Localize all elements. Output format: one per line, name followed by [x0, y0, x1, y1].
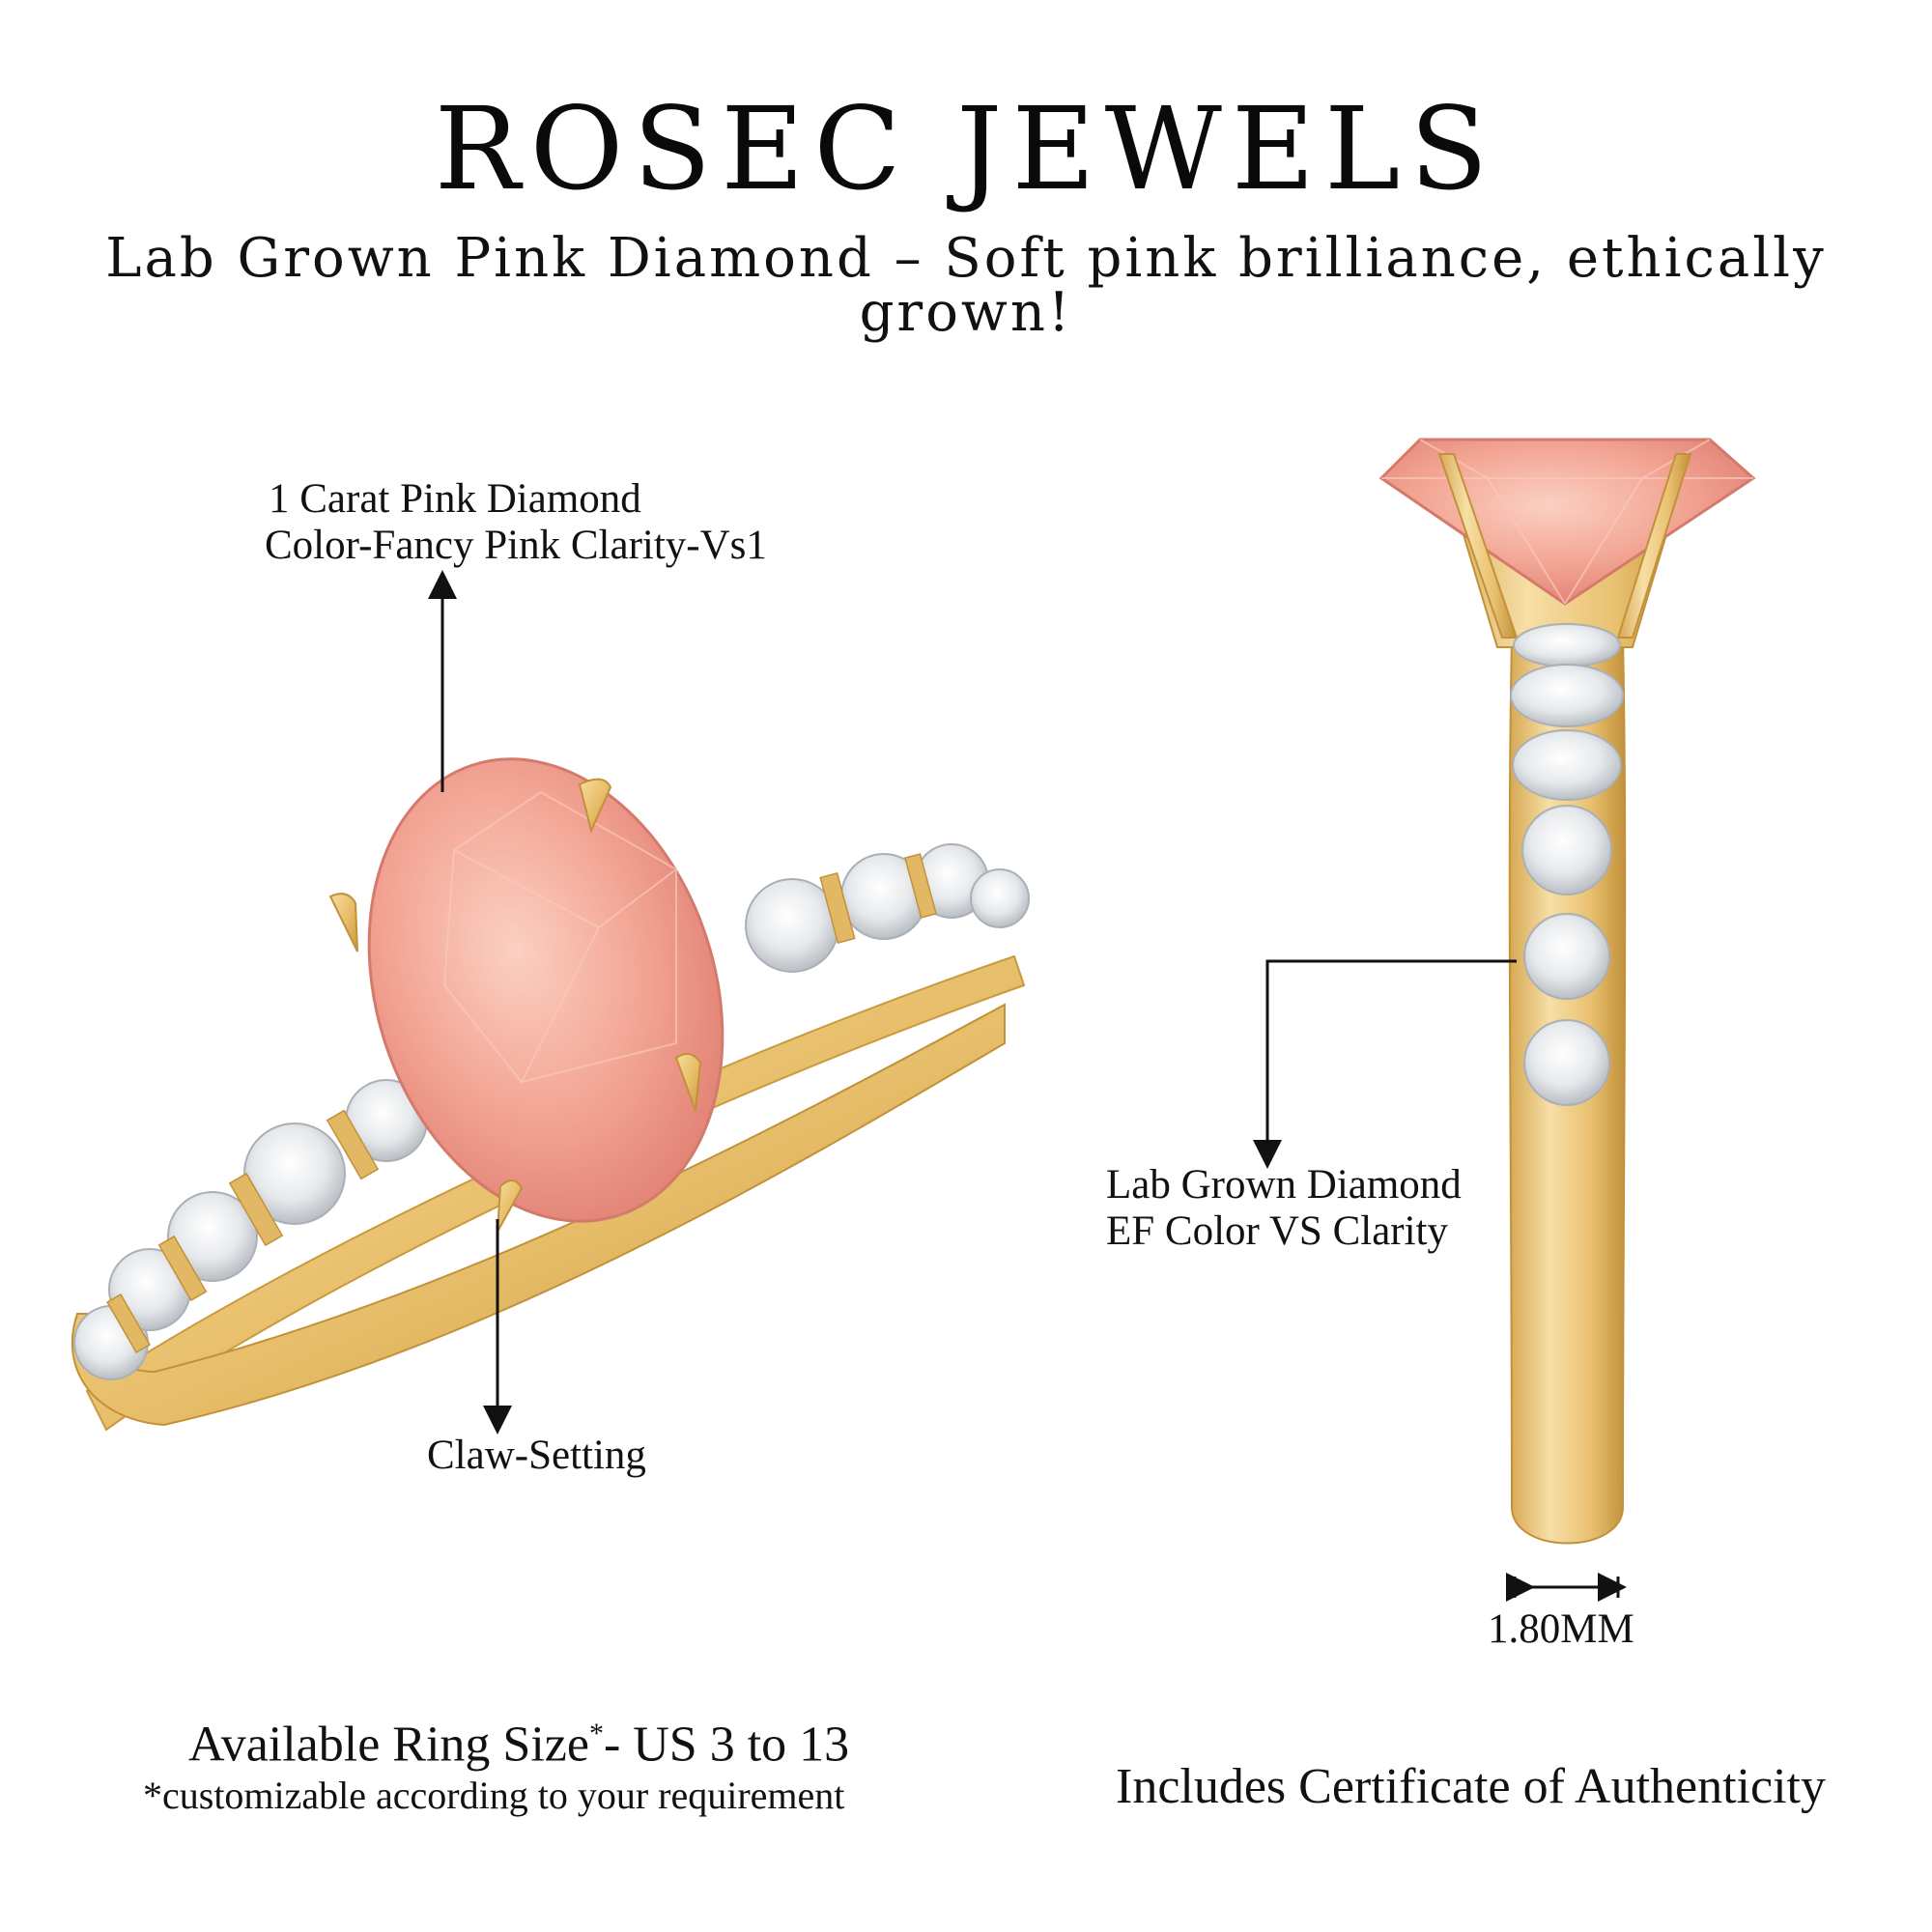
center-stone-label-2: Color-Fancy Pink Clarity-Vs1 — [265, 523, 767, 568]
band-back — [85, 954, 1026, 1432]
setting-label: Claw-Setting — [427, 1433, 646, 1478]
certificate-note: Includes Certificate of Authenticity — [1116, 1759, 1826, 1814]
band-width-label: 1.80MM — [1488, 1606, 1634, 1652]
ring-size-label: Available Ring Size — [188, 1717, 589, 1773]
side-stone-label-2: EF Color VS Clarity — [1106, 1208, 1448, 1254]
prongs — [328, 778, 702, 1233]
ring-angled-view — [71, 757, 1030, 1432]
center-stone-label-1: 1 Carat Pink Diamond — [269, 476, 641, 522]
tagline: Lab Grown Pink Diamond – Soft pink brill… — [105, 227, 1827, 344]
brand-title: ROSEC JEWELS — [434, 82, 1498, 215]
callout-lines — [428, 570, 1627, 1602]
ring-side-view — [1378, 438, 1756, 1545]
ring-size-range: - US 3 to 13 — [603, 1717, 850, 1773]
center-stone-profile — [1378, 438, 1756, 606]
ring-size-asterisk: * — [588, 1718, 604, 1749]
ring-size-line: Available Ring Size*- US 3 to 13 — [188, 1705, 849, 1774]
customizable-note: *customizable according to your requirem… — [143, 1774, 845, 1817]
side-stones-right — [1510, 623, 1624, 1106]
band-front — [71, 1003, 1006, 1427]
side-stone-arrow — [1253, 959, 1517, 1169]
side-stone-label-1: Lab Grown Diamond — [1106, 1162, 1462, 1208]
center-stone-pink — [367, 757, 724, 1223]
